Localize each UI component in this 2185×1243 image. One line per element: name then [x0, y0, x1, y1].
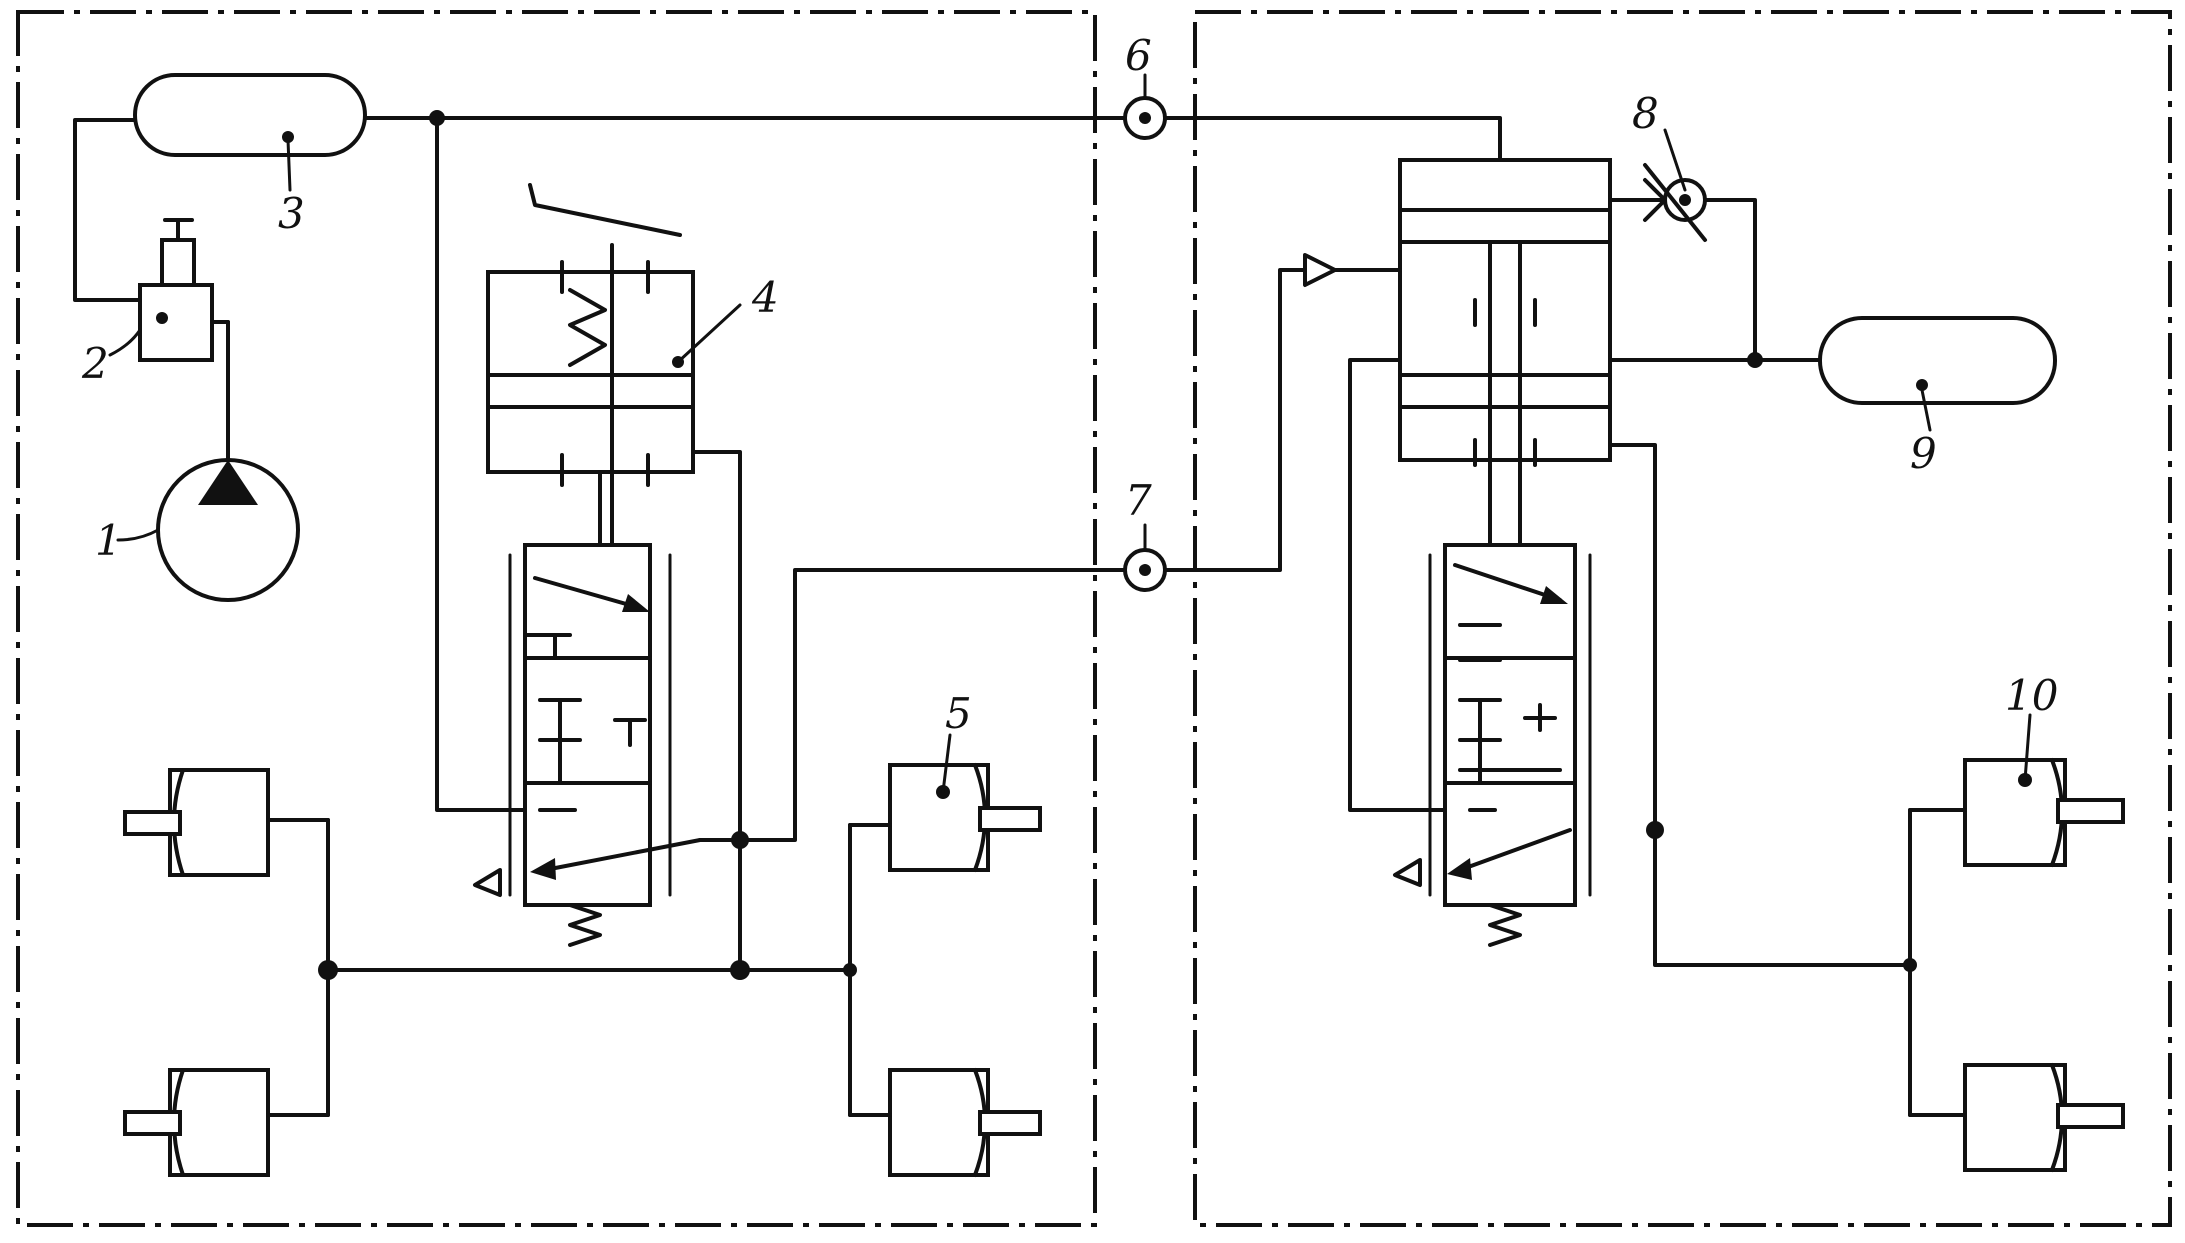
label-trailer-brake-chamber: 10 — [2005, 671, 2058, 720]
label-supply-coupling: 6 — [1125, 31, 1152, 80]
trailer-spool — [1393, 543, 1592, 947]
tractor-brake-chamber — [123, 763, 1042, 1177]
supply-coupling — [1123, 96, 1167, 140]
label-brake-valve: 4 — [751, 273, 779, 322]
label-control-coupling: 7 — [1125, 476, 1152, 525]
trailer-receiver — [1818, 316, 2057, 405]
pressure-regulator — [73, 118, 214, 362]
brake-valve — [473, 183, 742, 972]
label-pressure-regulator: 2 — [81, 339, 109, 388]
trailer-relay-valve — [1303, 158, 1612, 547]
label-main-receiver: 3 — [278, 189, 305, 238]
tractor-frame — [16, 10, 1097, 1227]
labels: 1 2 3 4 5 6 7 8 9 10 — [81, 31, 2058, 738]
label-check-valve: 8 — [1632, 89, 1659, 138]
trailer-brake-chamber — [1908, 758, 2125, 1172]
control-coupling — [1123, 548, 1167, 592]
trailer-lines — [1163, 116, 1917, 1117]
trailer-frame — [1193, 10, 2172, 1227]
main-receiver — [133, 73, 1127, 812]
label-compressor: 1 — [95, 516, 122, 565]
tractor-brake-lines — [318, 568, 1127, 1117]
leader-lines — [108, 73, 2032, 794]
compressor — [156, 320, 300, 602]
label-tractor-brake-chamber: 5 — [945, 689, 972, 738]
check-valve — [1643, 163, 1707, 242]
label-trailer-receiver: 9 — [1910, 429, 1937, 478]
